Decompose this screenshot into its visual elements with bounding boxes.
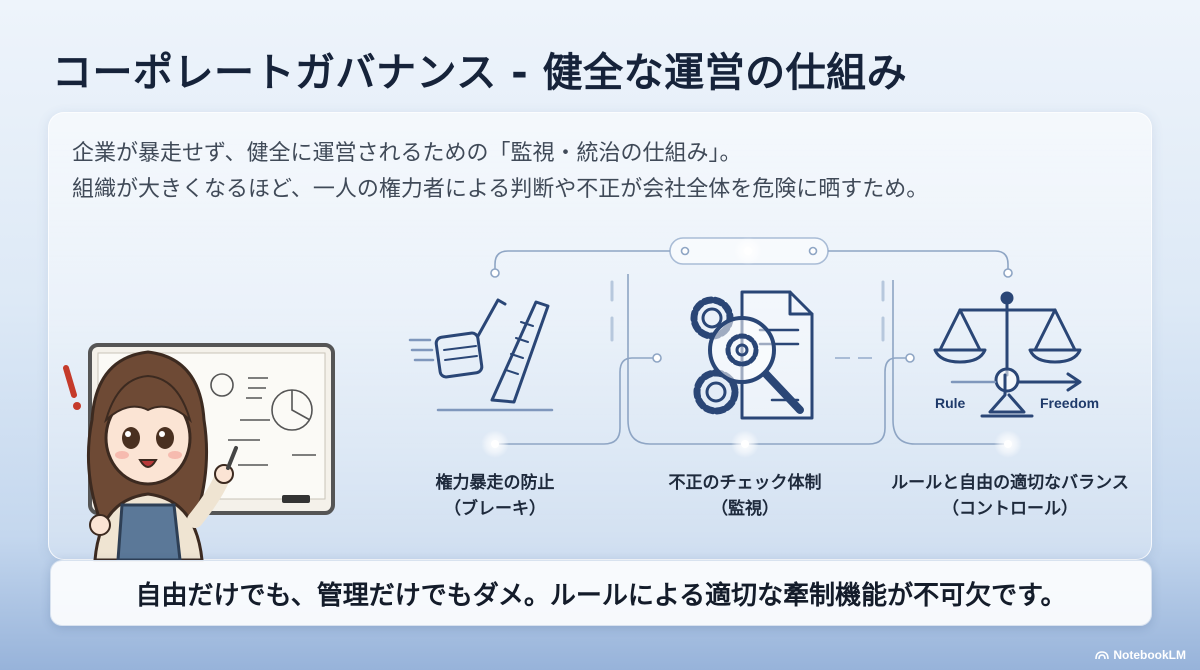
item-label-monitoring: 不正のチェック体制 （監視） xyxy=(635,470,855,522)
balance-scale-icon xyxy=(933,291,1082,418)
brake-pedal-icon xyxy=(408,298,554,412)
item-label-control: ルールと自由の適切なバランス （コントロール） xyxy=(870,470,1150,522)
key-message-text: 自由だけでも、管理だけでもダメ。ルールによる適切な牽制機能が不可欠です。 xyxy=(135,580,1067,611)
item-subtitle: （コントロール） xyxy=(942,499,1078,519)
item-title: 不正のチェック体制 xyxy=(668,473,822,493)
scale-label-rule: Rule xyxy=(935,395,966,411)
intro-text: 企業が暴走せず、健全に運営されるための「監視・統治の仕組み」。 組織が大きくなる… xyxy=(72,136,928,208)
scale-label-freedom: Freedom xyxy=(1040,395,1099,411)
brand-name: NotebookLM xyxy=(1113,648,1186,662)
item-title: ルールと自由の適切なバランス xyxy=(891,473,1129,493)
connector-nodes xyxy=(490,246,1013,363)
key-message-banner: 自由だけでも、管理だけでもダメ。ルールによる適切な牽制機能が不可欠です。 xyxy=(50,560,1152,626)
item-title: 権力暴走の防止 xyxy=(435,473,555,493)
item-subtitle: （監視） xyxy=(711,499,779,519)
glow-dots xyxy=(481,237,1022,458)
character-illustration xyxy=(63,343,335,562)
intro-line-2: 組織が大きくなるほど、一人の権力者による判断や不正が会社全体を危険に晒すため。 xyxy=(72,177,929,202)
whiteboard-scribbles xyxy=(210,373,316,466)
intro-line-1: 企業が暴走せず、健全に運営されるための「監視・統治の仕組み」。 xyxy=(72,141,742,166)
item-subtitle: （ブレーキ） xyxy=(444,499,546,519)
item-label-brake: 権力暴走の防止 （ブレーキ） xyxy=(400,470,590,522)
notebooklm-logo-icon xyxy=(1095,651,1110,660)
brand-watermark: NotebookLM xyxy=(1095,648,1186,662)
page-title: コーポレートガバナンス - 健全な運営の仕組み xyxy=(52,50,908,96)
gear-magnifier-document-icon xyxy=(690,290,814,420)
